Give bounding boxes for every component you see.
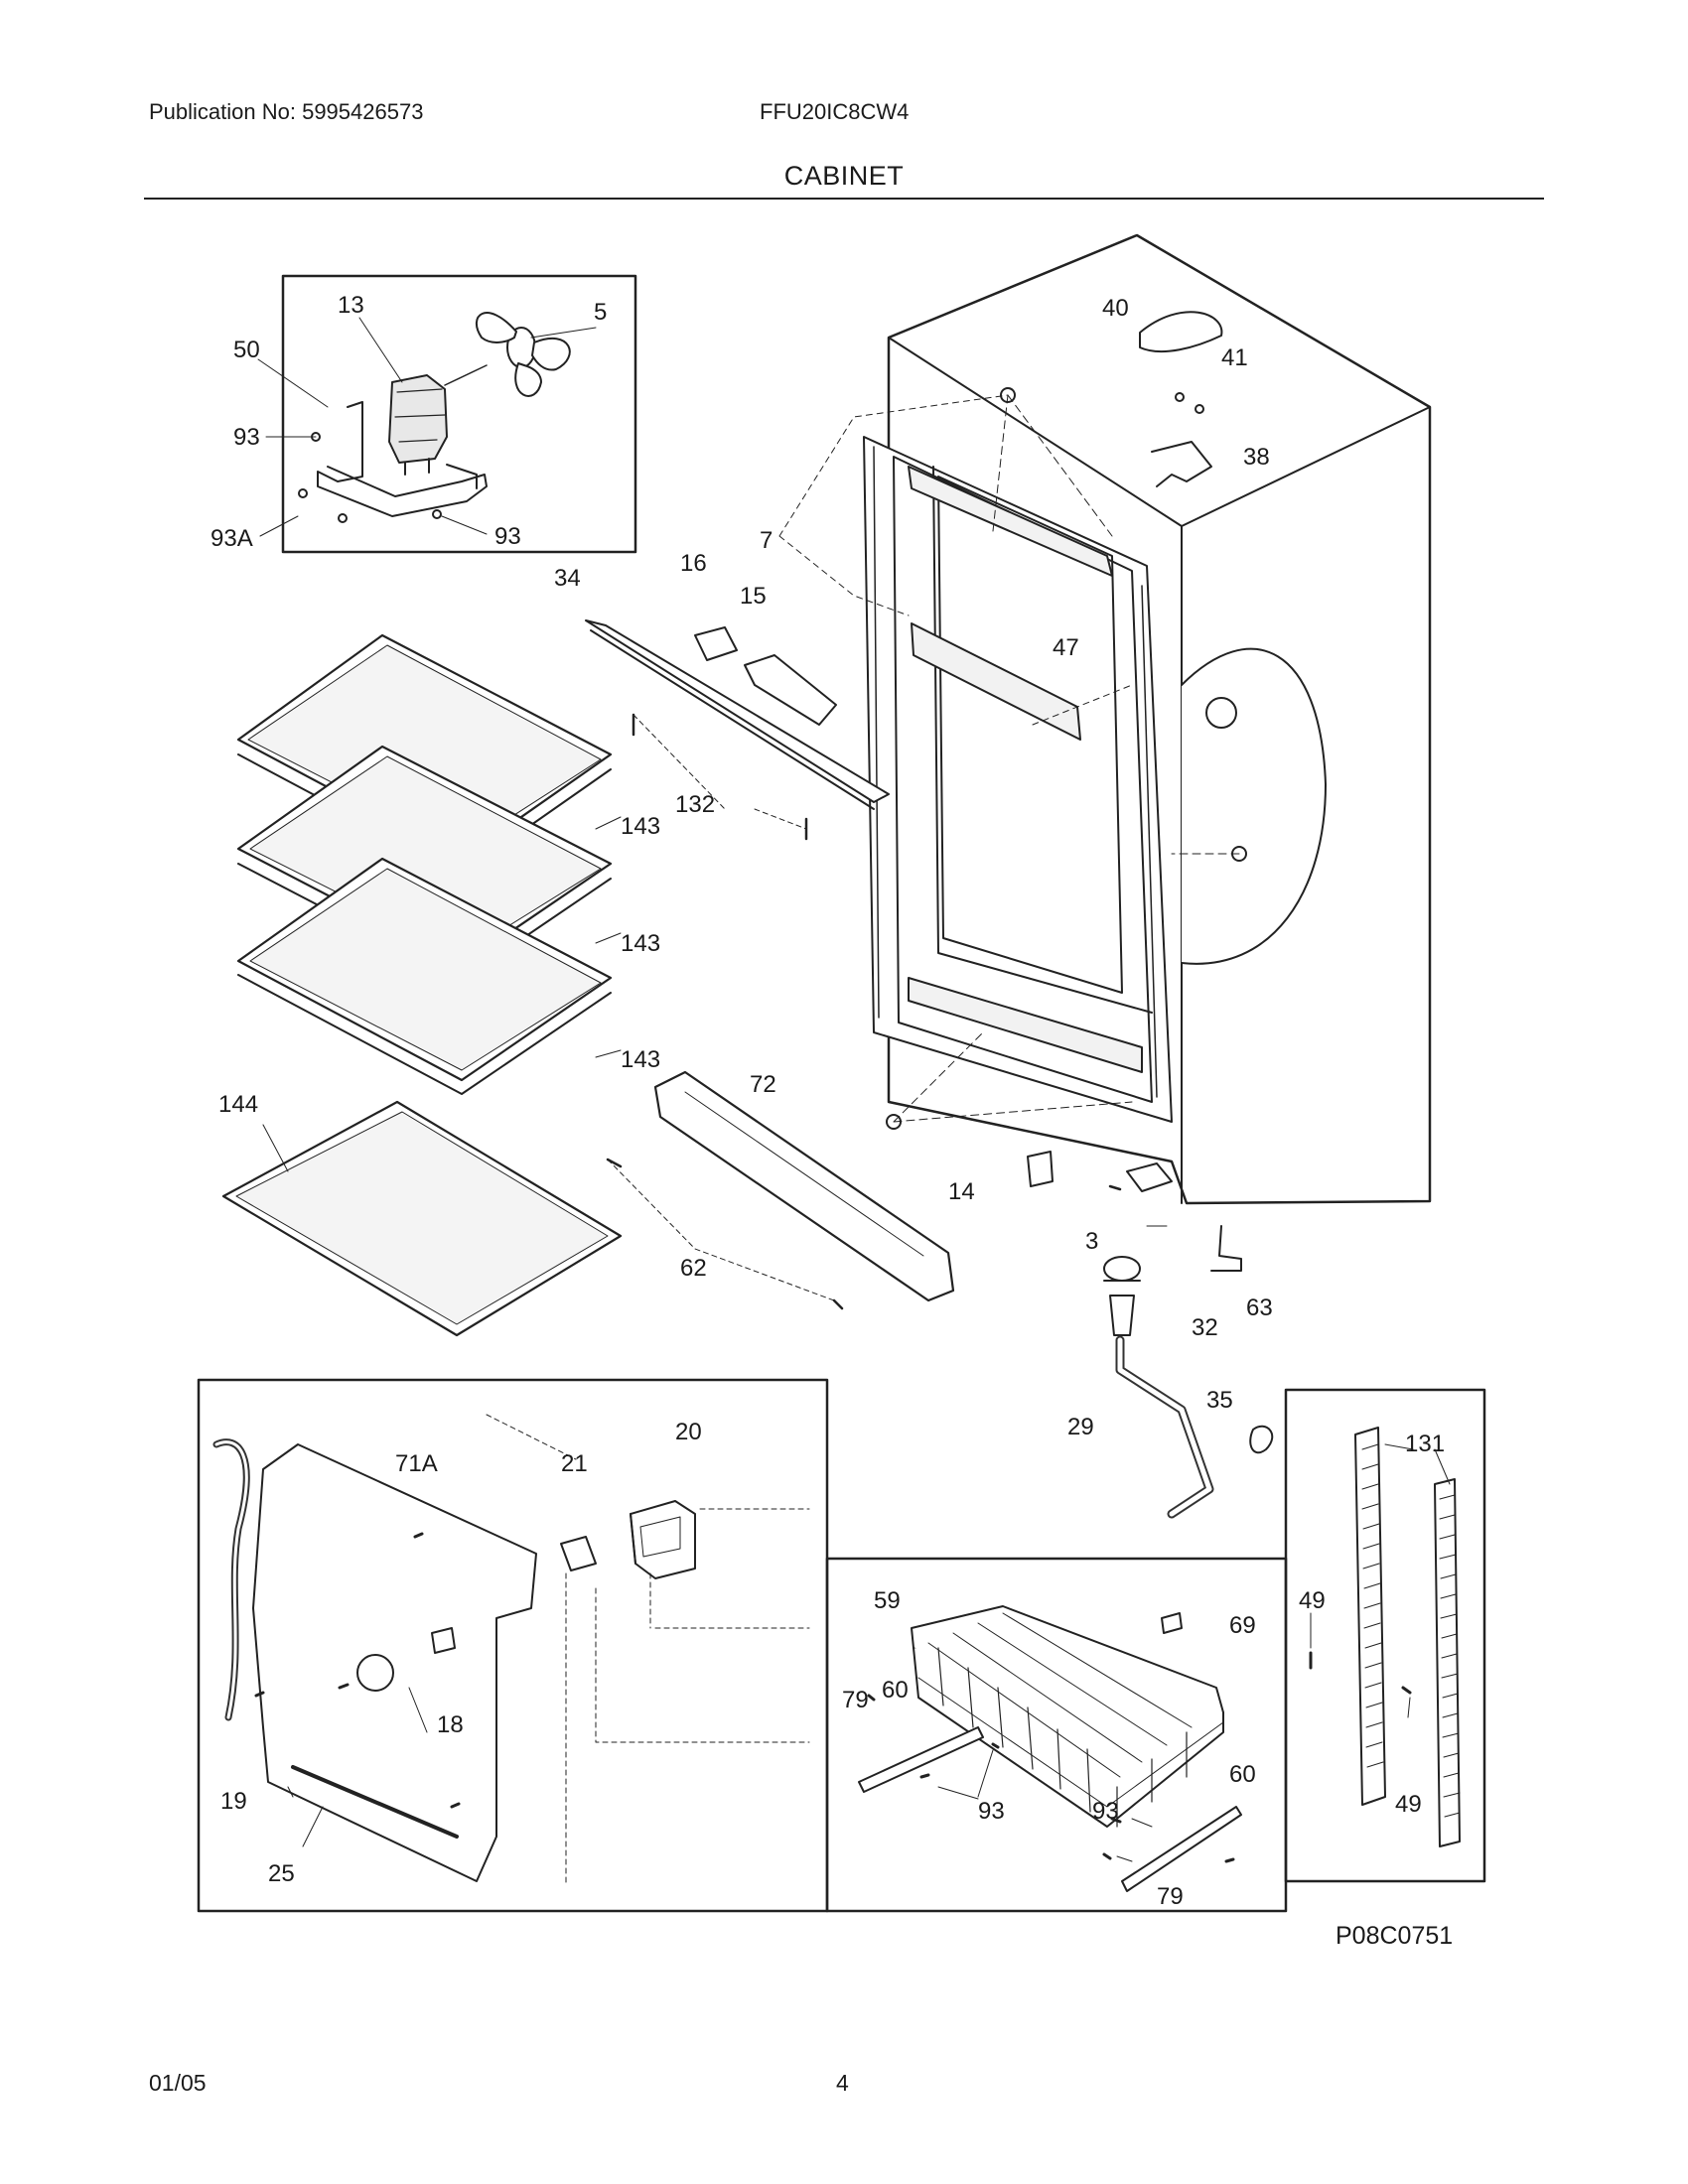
callout-19: 19 — [220, 1788, 247, 1815]
callout-93d: 93 — [1092, 1798, 1119, 1825]
evaporator-cover-inset — [197, 1378, 829, 1913]
callout-38: 38 — [1243, 444, 1270, 471]
callout-60b: 60 — [1229, 1761, 1256, 1788]
fan-motor-inset — [257, 274, 637, 554]
callout-16: 16 — [680, 550, 707, 577]
callout-15: 15 — [740, 583, 767, 610]
callout-7: 7 — [760, 527, 773, 554]
callout-49a: 49 — [1299, 1587, 1326, 1614]
callout-79b: 79 — [1157, 1883, 1184, 1910]
callout-69: 69 — [1229, 1612, 1256, 1639]
callout-41: 41 — [1221, 344, 1248, 371]
callout-144: 144 — [218, 1091, 258, 1118]
side-rails-inset — [1284, 1388, 1486, 1883]
callout-71a: 71A — [395, 1450, 438, 1477]
shelves — [221, 619, 1122, 1337]
callout-79a: 79 — [842, 1687, 869, 1713]
callout-143b: 143 — [621, 930, 660, 957]
callout-3: 3 — [1085, 1228, 1098, 1255]
callout-13: 13 — [338, 292, 364, 319]
callout-25: 25 — [268, 1860, 295, 1887]
footer-date: 01/05 — [149, 2070, 207, 2096]
model-number: FFU20IC8CW4 — [760, 99, 910, 124]
callout-34: 34 — [554, 565, 581, 592]
callout-143c: 143 — [621, 1046, 660, 1073]
publication-number: Publication No: 5995426573 — [149, 99, 424, 124]
callout-49b: 49 — [1395, 1791, 1422, 1818]
callout-50: 50 — [233, 337, 260, 363]
callout-93c: 93 — [978, 1798, 1005, 1825]
callout-59: 59 — [874, 1587, 901, 1614]
callout-40: 40 — [1102, 295, 1129, 322]
callout-132: 132 — [675, 791, 715, 818]
callout-29: 29 — [1067, 1414, 1094, 1440]
callout-14: 14 — [948, 1178, 975, 1205]
callout-72: 72 — [750, 1071, 776, 1098]
callout-21: 21 — [561, 1450, 588, 1477]
callout-20: 20 — [675, 1419, 702, 1445]
header-rule — [144, 198, 1544, 200]
figure-code: P08C0751 — [1336, 1922, 1453, 1950]
callout-63: 63 — [1246, 1295, 1273, 1321]
callout-47: 47 — [1053, 634, 1079, 661]
drain-parts — [1103, 1225, 1274, 1519]
callout-93b: 93 — [494, 523, 521, 550]
callout-143a: 143 — [621, 813, 660, 840]
callout-35: 35 — [1206, 1387, 1233, 1414]
cabinet-shell — [778, 233, 1432, 1205]
callout-32: 32 — [1192, 1314, 1218, 1341]
page-number: 4 — [836, 2070, 849, 2096]
callout-62: 62 — [680, 1255, 707, 1282]
section-title: CABINET — [783, 161, 905, 191]
callout-18: 18 — [437, 1711, 464, 1738]
callout-labels: 13 5 50 93 93A 93 40 41 38 7 34 16 15 47… — [211, 292, 1453, 1950]
callout-5: 5 — [594, 299, 607, 326]
callout-93: 93 — [233, 424, 260, 451]
basket-inset — [825, 1557, 1288, 1913]
callout-131: 131 — [1405, 1431, 1445, 1457]
callout-60a: 60 — [882, 1677, 909, 1704]
callout-93a: 93A — [211, 525, 253, 552]
